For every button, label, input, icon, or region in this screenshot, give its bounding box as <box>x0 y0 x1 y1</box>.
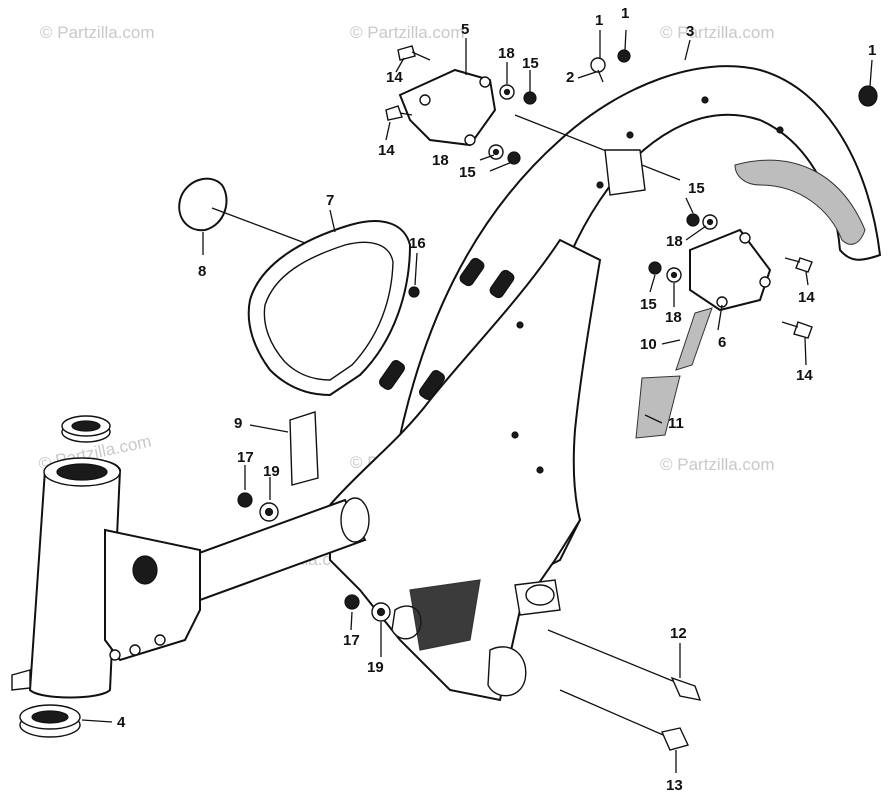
callout-18[interactable]: 18 <box>666 233 683 250</box>
callout-7[interactable]: 7 <box>326 192 334 209</box>
callout-11[interactable]: 11 <box>668 415 684 432</box>
engine-bolt-upper[interactable] <box>547 629 702 701</box>
bolt[interactable] <box>385 105 413 121</box>
frame-slot <box>379 360 405 390</box>
callout-19[interactable]: 19 <box>263 463 280 480</box>
callout-2[interactable]: 2 <box>566 69 574 86</box>
watermark: © Partzilla.com <box>660 455 775 474</box>
rivet <box>516 321 524 329</box>
cotter-pin[interactable] <box>590 57 606 83</box>
callout-1[interactable]: 1 <box>595 12 603 29</box>
callout-15[interactable]: 15 <box>522 55 539 72</box>
bearing-race-lower[interactable] <box>19 704 81 738</box>
callout-13[interactable]: 13 <box>666 777 683 794</box>
callout-1[interactable]: 1 <box>868 42 876 59</box>
watermark: © Partzilla.com <box>40 23 155 42</box>
bearing-race-upper[interactable] <box>61 415 111 443</box>
callout-1[interactable]: 1 <box>621 5 629 22</box>
callout-16[interactable]: 16 <box>409 235 426 252</box>
frame-body[interactable] <box>329 65 882 702</box>
pivot-shaft[interactable] <box>514 114 681 196</box>
knob-bolt[interactable] <box>178 177 306 244</box>
callout-17[interactable]: 17 <box>237 449 254 466</box>
nut[interactable] <box>344 594 360 610</box>
nut[interactable] <box>648 261 662 275</box>
watermark: © Partzilla.com <box>660 23 775 42</box>
callout-10[interactable]: 10 <box>640 336 657 353</box>
washer[interactable] <box>702 214 718 230</box>
label-plate-11[interactable] <box>635 375 681 439</box>
rivet <box>511 431 519 439</box>
callout-14[interactable]: 14 <box>378 142 395 159</box>
cap-nut[interactable] <box>858 85 878 107</box>
callout-18[interactable]: 18 <box>665 309 682 326</box>
steering-head[interactable] <box>11 457 201 699</box>
bolt[interactable] <box>781 321 813 339</box>
nut[interactable] <box>237 492 253 508</box>
callout-15[interactable]: 15 <box>688 180 705 197</box>
callouts: 1 1 1 2 3 4 5 6 7 8 9 10 11 12 13 14 14 … <box>117 5 876 794</box>
callout-15[interactable]: 15 <box>459 164 476 181</box>
rivet <box>536 466 544 474</box>
label-plate-9[interactable] <box>289 411 319 486</box>
washer[interactable] <box>259 502 279 522</box>
rivet <box>596 181 604 189</box>
side-cover-guard[interactable] <box>247 220 412 397</box>
washer[interactable] <box>371 602 391 622</box>
callout-15[interactable]: 15 <box>640 296 657 313</box>
leader-lines <box>81 29 873 773</box>
lower-bracket[interactable] <box>689 228 772 312</box>
callout-5[interactable]: 5 <box>461 21 469 38</box>
callout-4[interactable]: 4 <box>117 714 126 731</box>
callout-6[interactable]: 6 <box>718 334 726 351</box>
callout-19[interactable]: 19 <box>367 659 384 676</box>
callout-14[interactable]: 14 <box>796 367 813 384</box>
watermark: © Partzilla.com <box>350 23 465 42</box>
callout-18[interactable]: 18 <box>432 152 449 169</box>
callout-8[interactable]: 8 <box>198 263 206 280</box>
washer[interactable] <box>488 144 504 160</box>
frame-slot <box>489 269 515 299</box>
label-plate-10[interactable] <box>675 307 713 371</box>
rivet <box>626 131 634 139</box>
castle-nut[interactable] <box>617 49 631 63</box>
callout-18[interactable]: 18 <box>498 45 515 62</box>
bolt[interactable] <box>784 257 813 273</box>
nut[interactable] <box>507 151 521 165</box>
rivet <box>701 96 709 104</box>
upper-bracket[interactable] <box>398 68 497 147</box>
nut[interactable] <box>686 213 700 227</box>
callout-9[interactable]: 9 <box>234 415 242 432</box>
nut[interactable] <box>408 286 420 298</box>
callout-3[interactable]: 3 <box>686 23 694 40</box>
callout-14[interactable]: 14 <box>798 289 815 306</box>
callout-14[interactable]: 14 <box>386 69 403 86</box>
frame-slot <box>419 370 445 400</box>
washer[interactable] <box>499 84 515 100</box>
engine-bolt-lower[interactable] <box>559 689 689 751</box>
callout-12[interactable]: 12 <box>670 625 687 642</box>
nut[interactable] <box>523 91 537 105</box>
washer[interactable] <box>666 267 682 283</box>
bolt[interactable] <box>397 45 431 61</box>
rivet <box>776 126 784 134</box>
callout-17[interactable]: 17 <box>343 632 360 649</box>
frame-slot <box>459 257 485 287</box>
